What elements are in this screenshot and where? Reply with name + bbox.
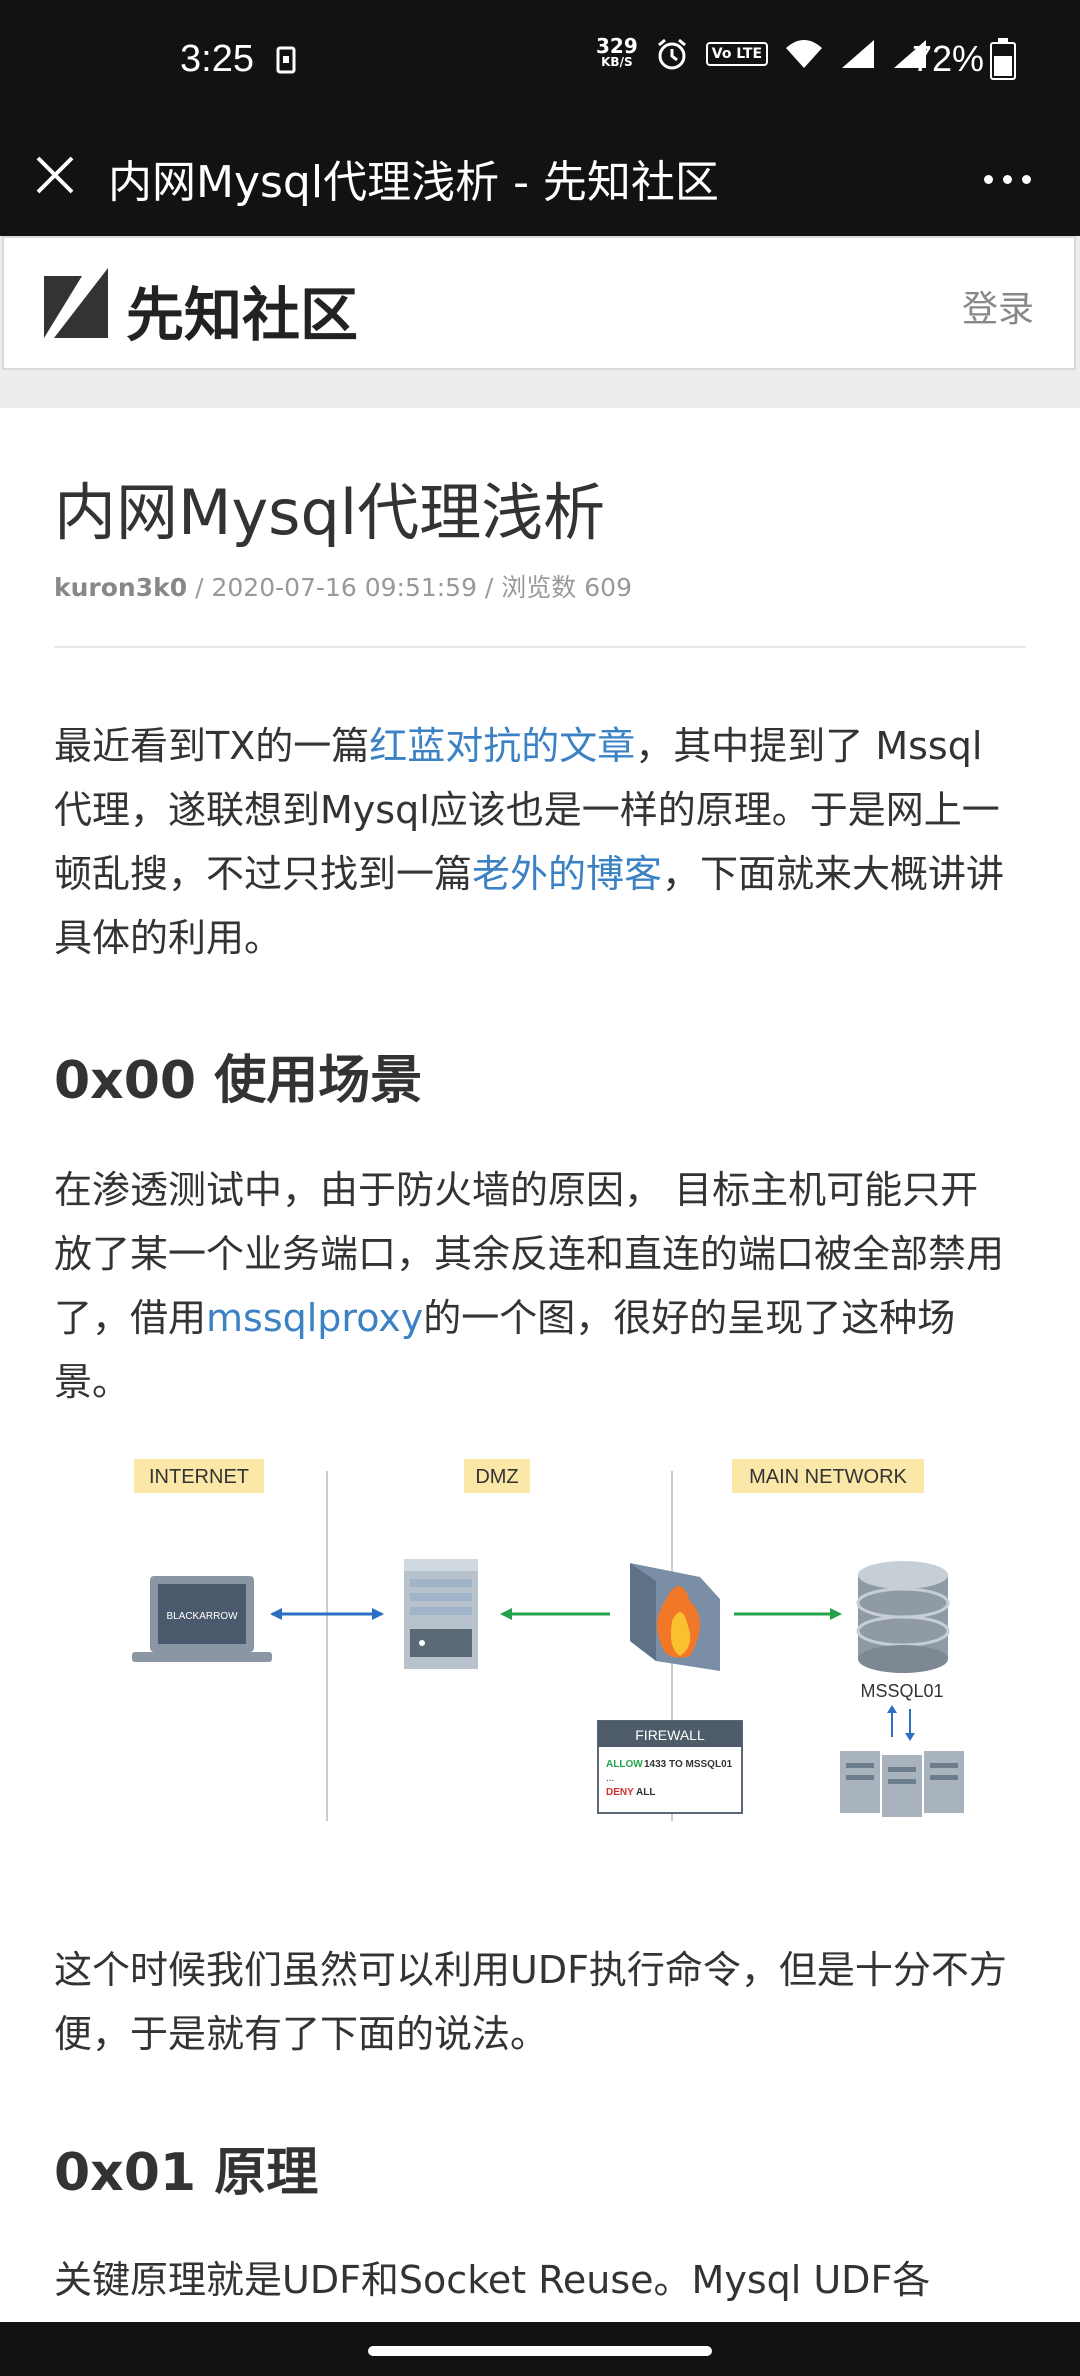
database-icon: [856, 1561, 950, 1673]
browser-app-bar: 内网Mysql代理浅析 - 先知社区: [0, 120, 1080, 236]
close-icon[interactable]: [30, 150, 80, 200]
zone-dmz-label: DMZ: [475, 1466, 518, 1488]
home-gesture-handle[interactable]: [368, 2346, 712, 2356]
article-title: 内网Mysql代理浅析: [54, 476, 606, 549]
zone-internet-box: [134, 1459, 264, 1493]
dmz-server-icon: [404, 1559, 478, 1669]
zone-dmz-box: [464, 1459, 530, 1493]
paragraph-intro: 最近看到TX的一篇红蓝对抗的文章，其中提到了 Mssql代理，遂联想到Mysql…: [54, 714, 1014, 970]
laptop-icon: BLACKARROW: [132, 1576, 272, 1662]
page-title: 内网Mysql代理浅析 - 先知社区: [108, 157, 719, 208]
db-label: MSSQL01: [860, 1681, 943, 1701]
paragraph-udf: 这个时候我们虽然可以利用UDF执行命令，但是十分不方便，于是就有了下面的说法。: [54, 1948, 1007, 2056]
link-mssqlproxy[interactable]: mssqlproxy: [206, 1296, 424, 1340]
dot: [1002, 174, 1012, 184]
alarm-icon: [657, 38, 686, 70]
status-icons: 329 KB/S Vo LTE: [596, 36, 928, 72]
heading-principle: 0x01 原理: [54, 2143, 319, 2203]
battery-fill: [994, 55, 1012, 76]
article-meta: kuron3k0 / 2020-07-16 09:51:59 / 浏览数 609: [54, 568, 632, 604]
text: 在渗透测试中，由于防火墙的原因， 目标主机可能只开放了某一个业务端口，其余反连和…: [54, 1168, 1005, 1340]
signal-icon: [842, 40, 875, 68]
zone-main-label: MAIN NETWORK: [749, 1466, 907, 1488]
text: ，下面就来大概讲讲具体的利用。: [54, 852, 1005, 960]
rule-deny: DENY: [606, 1787, 634, 1798]
status-time: 3:25: [180, 38, 254, 80]
firewall-icon: [630, 1563, 720, 1671]
login-link[interactable]: 登录: [961, 289, 1034, 330]
net-speed: 329 KB/S: [596, 34, 638, 70]
server-cluster-icon: [840, 1751, 964, 1817]
link-foreign-blog[interactable]: 老外的博客: [472, 852, 663, 896]
site-name[interactable]: 先知社区: [126, 281, 359, 349]
volte-icon: Vo LTE: [705, 42, 769, 66]
zone-main-box: [732, 1459, 924, 1493]
phone-screen-icon: [276, 46, 296, 74]
rule-allow-detail: 1433 TO MSSQL01: [644, 1759, 733, 1770]
dot: [983, 174, 993, 184]
signal-icon-2: [894, 40, 927, 68]
battery-percent: 72%: [912, 38, 985, 79]
article: 内网Mysql代理浅析 kuron3k0 / 2020-07-16 09:51:…: [0, 408, 1080, 2328]
rule-allow: ALLOW: [606, 1759, 643, 1770]
rule-deny-detail: ALL: [636, 1787, 655, 1798]
text: 的一个图，很好的呈现了这种场景。: [54, 1296, 956, 1404]
firewall-rule-box: FIREWALL ALLOW 1433 TO MSSQL01 ... DENY …: [597, 1720, 743, 1814]
net-speed-unit: KB/S: [601, 55, 633, 69]
firewall-title: FIREWALL: [635, 1727, 705, 1743]
rule-dots: ...: [606, 1773, 614, 1784]
divider: [54, 646, 1026, 648]
more-options-icon[interactable]: [972, 154, 1042, 204]
paragraph-principle: 关键原理就是UDF和Socket Reuse。Mysql UDF各: [54, 2258, 931, 2302]
heading-scene: 0x00 使用场景: [54, 1051, 423, 1111]
paragraph-scene: 在渗透测试中，由于防火墙的原因， 目标主机可能只开放了某一个业务端口，其余反连和…: [54, 1158, 1014, 1414]
xianzhi-logo-icon[interactable]: [44, 268, 108, 338]
wifi-icon: [786, 40, 823, 68]
net-speed-value: 329: [596, 34, 638, 58]
link-redblue-article[interactable]: 红蓝对抗的文章: [369, 724, 636, 768]
text: 最近看到TX的一篇: [54, 724, 370, 768]
article-date-views: / 2020-07-16 09:51:59 / 浏览数 609: [187, 573, 632, 602]
laptop-brand: BLACKARROW: [166, 1611, 238, 1622]
network-diagram: INTERNET DMZ MAIN NETWORK BLACKARROW: [132, 1459, 964, 1821]
status-bar: 3:25 329 KB/S Vo LTE 72%: [0, 0, 1080, 120]
zone-internet-label: INTERNET: [149, 1466, 249, 1488]
dot: [1021, 174, 1031, 184]
article-author[interactable]: kuron3k0: [54, 573, 188, 602]
text: ，其中提到了 Mssql代理，遂联想到Mysql应该也是一样的原理。于是网上一顿…: [54, 724, 1000, 896]
site-header: 先知社区 登录: [2, 236, 1076, 370]
battery-icon: [990, 38, 1016, 80]
